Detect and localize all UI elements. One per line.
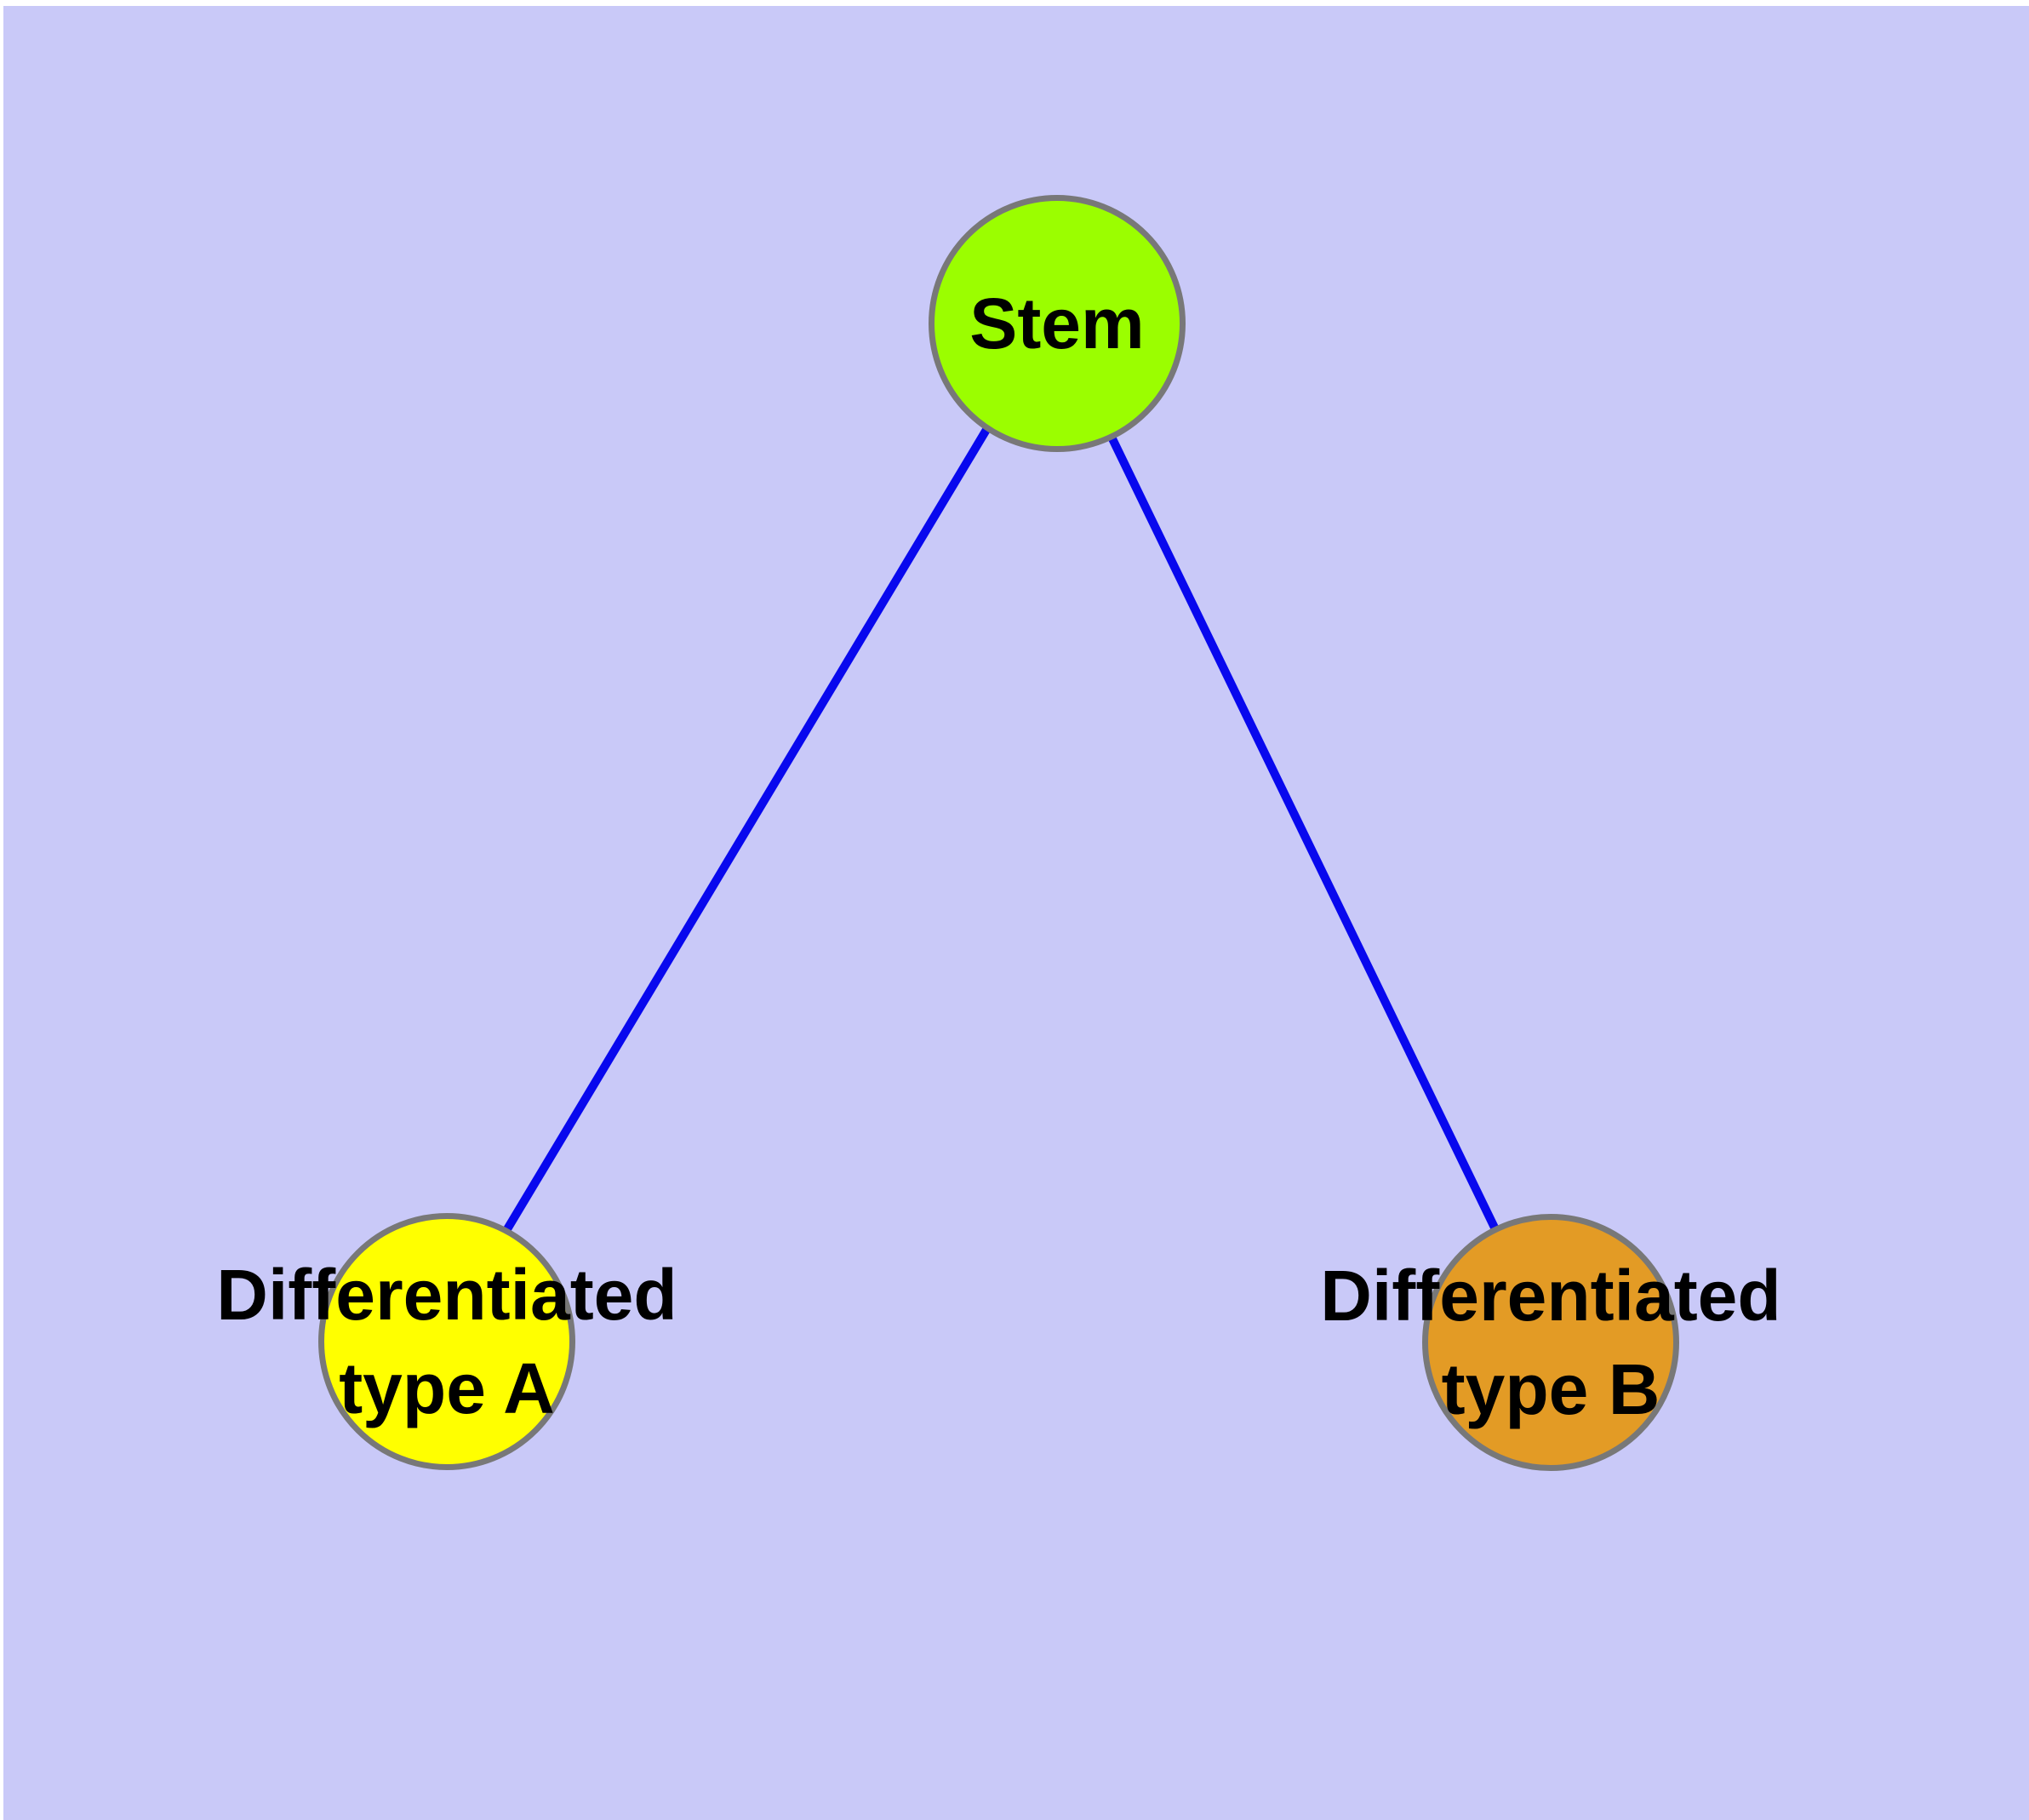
node-differentiated-type-a: [318, 1213, 575, 1470]
diagram-canvas: Stem Differentiated type A Differentiate…: [3, 6, 2029, 1820]
edge-stem-to-type-a: [439, 315, 1058, 1338]
label-line-1: Differentiated: [1320, 1256, 1781, 1336]
node-differentiated-type-b-label: Differentiated type B: [1125, 1249, 1976, 1436]
node-stem: Stem: [929, 195, 1186, 452]
label-line-2: type A: [339, 1348, 555, 1428]
node-stem-label: Stem: [969, 283, 1145, 363]
label-line-1: Differentiated: [216, 1255, 677, 1335]
node-differentiated-type-b: [1422, 1214, 1679, 1471]
edge-stem-to-type-b: [1049, 315, 1552, 1339]
node-differentiated-type-a-label: Differentiated type A: [21, 1248, 872, 1435]
label-line-2: type B: [1441, 1349, 1660, 1429]
edge-layer: [439, 315, 1552, 1339]
